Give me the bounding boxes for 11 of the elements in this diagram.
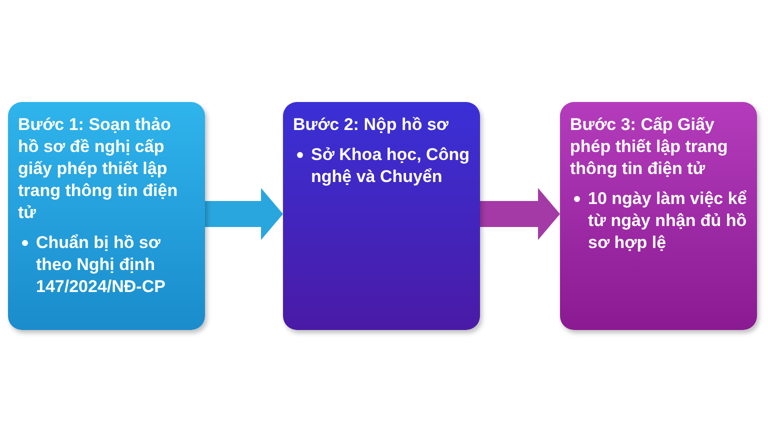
block-arrow: [480, 188, 560, 240]
step-box: [283, 102, 480, 330]
bullet-text: Chuẩn bị hồ sơ theo Nghị định 147/2024/NĐ-CP: [36, 233, 166, 296]
bullet-text: 10 ngày làm việc kể từ ngày nhận đủ hồ sơ hợp lệ: [588, 189, 747, 252]
step-title: Bước 3: Cấp Giấy phép thiết lập trang thông tin điện tử: [570, 114, 729, 180]
step-box: [8, 102, 205, 330]
bullet-text: Sở Khoa học, Công nghệ và Chuyển: [311, 145, 470, 186]
step-title: Bước 1: Soạn thảo hồ sơ đề nghị cấp giấy phép thiết lập trang thông tin điện tử: [18, 114, 179, 224]
block-arrow: [205, 188, 283, 240]
step-title: Bước 2: Nộp hồ sơ: [293, 114, 450, 136]
step-box: [560, 102, 757, 330]
